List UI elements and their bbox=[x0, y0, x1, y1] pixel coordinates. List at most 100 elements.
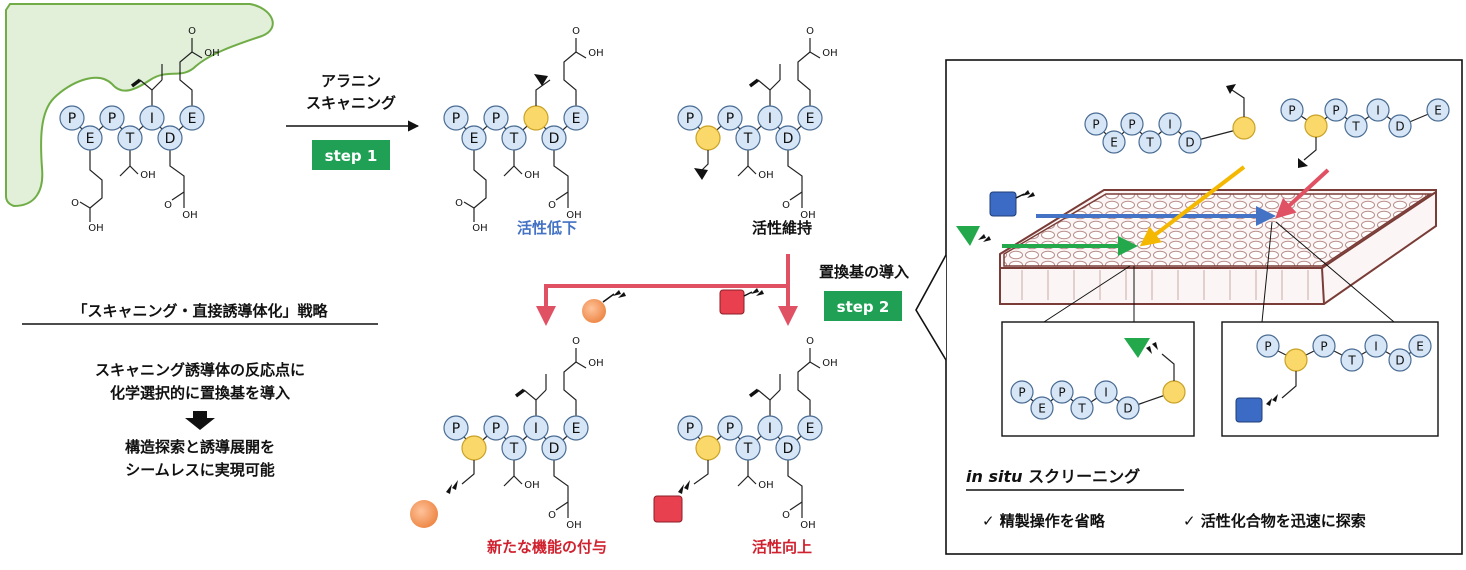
residue-letter: E bbox=[1416, 339, 1424, 353]
residue-bead bbox=[139, 105, 165, 131]
residue-bead bbox=[1388, 114, 1412, 138]
residue-bead bbox=[1138, 130, 1162, 154]
residue-bead bbox=[677, 415, 703, 441]
panel-check1: ✓ 精製操作を省略 bbox=[982, 512, 1106, 530]
chem-oh-label: OH bbox=[822, 358, 837, 369]
residue-bead bbox=[1312, 334, 1336, 358]
residue-bead bbox=[1324, 98, 1348, 122]
residue-bead bbox=[541, 435, 567, 461]
residue-letter: I bbox=[150, 111, 154, 127]
residue-bead bbox=[1070, 396, 1094, 420]
residue-bead bbox=[735, 435, 761, 461]
orange-ball-icon bbox=[410, 500, 438, 528]
step2-badge bbox=[824, 291, 902, 321]
chem-oh-label: OH bbox=[758, 480, 773, 491]
linker-icon bbox=[1146, 342, 1158, 354]
residue-letter: T bbox=[743, 131, 753, 147]
residue-letter: P bbox=[1264, 339, 1271, 353]
residue-bead bbox=[1030, 396, 1054, 420]
residue-bead bbox=[1364, 334, 1388, 358]
residue-bead bbox=[1426, 98, 1450, 122]
residue-letter: P bbox=[108, 111, 116, 127]
residue-letter: D bbox=[1123, 401, 1132, 415]
chem-oh-label: OH bbox=[140, 170, 155, 181]
residue-bead bbox=[735, 125, 761, 151]
strategy-line4: シームレスに実現可能 bbox=[125, 461, 275, 479]
result-new-function: 新たな機能の付与 bbox=[487, 538, 607, 556]
residue-bead bbox=[677, 105, 703, 131]
residue-letter: D bbox=[549, 441, 560, 457]
chem-oh-label: OH bbox=[566, 520, 581, 531]
residue-letter: P bbox=[1320, 339, 1327, 353]
yellow-arrow bbox=[1139, 165, 1246, 247]
chem-o-label: O bbox=[548, 200, 556, 211]
orange-reagent-icon bbox=[582, 290, 626, 323]
chem-oh-label: OH bbox=[566, 210, 581, 221]
zoom-line-right-2 bbox=[1275, 221, 1395, 323]
chem-o-label: O bbox=[188, 26, 196, 37]
residue-letter: I bbox=[768, 111, 772, 127]
residue-letter: P bbox=[726, 111, 734, 127]
residue-bead bbox=[1256, 334, 1280, 358]
residue-bead bbox=[757, 105, 783, 131]
residue-letter: D bbox=[549, 131, 560, 147]
alanine-bead bbox=[523, 105, 549, 131]
residue-bead bbox=[1280, 98, 1304, 122]
step2-branch bbox=[536, 254, 798, 326]
residue-letter: T bbox=[743, 441, 753, 457]
residue-letter: T bbox=[509, 131, 519, 147]
result-decrease: 活性低下 bbox=[517, 219, 577, 237]
residue-letter: D bbox=[783, 441, 794, 457]
residue-letter: D bbox=[1395, 119, 1404, 133]
green-triangle-reagent-icon bbox=[956, 226, 991, 246]
tag-arrow-icon bbox=[1226, 84, 1236, 94]
residue-bead bbox=[775, 435, 801, 461]
chem-o-label: O bbox=[782, 510, 790, 521]
residue-letter: D bbox=[165, 131, 176, 147]
residue-letter: P bbox=[492, 111, 500, 127]
residue-bead bbox=[757, 415, 783, 441]
residue-bead bbox=[77, 125, 103, 151]
chem-oh-label: OH bbox=[472, 223, 487, 234]
residue-bead bbox=[1094, 380, 1118, 404]
chem-oh-label: OH bbox=[800, 520, 815, 531]
zoom-line-right-1 bbox=[1261, 221, 1273, 323]
residue-letter: P bbox=[452, 111, 460, 127]
residue-bead bbox=[1158, 112, 1182, 136]
residue-bead bbox=[483, 415, 509, 441]
residue-bead bbox=[797, 105, 823, 131]
residue-letter: D bbox=[783, 131, 794, 147]
residue-bead bbox=[99, 105, 125, 131]
residue-letter: T bbox=[509, 441, 519, 457]
residue-letter: P bbox=[726, 421, 734, 437]
residue-letter: T bbox=[1145, 135, 1154, 149]
residue-bead bbox=[563, 105, 589, 131]
chem-oh-label: OH bbox=[182, 210, 197, 221]
residue-letter: T bbox=[125, 131, 135, 147]
residue-letter: I bbox=[534, 421, 538, 437]
residue-letter: P bbox=[1332, 103, 1339, 117]
residue-letter: E bbox=[86, 131, 95, 147]
residue-bead bbox=[443, 415, 469, 441]
residue-letter: P bbox=[1092, 117, 1099, 131]
alanine-bead bbox=[695, 435, 721, 461]
residue-letter: P bbox=[1058, 385, 1065, 399]
alanine-bead bbox=[1304, 114, 1328, 138]
residue-bead bbox=[483, 105, 509, 131]
alanine-bead bbox=[1162, 380, 1186, 404]
residue-bead bbox=[1010, 380, 1034, 404]
residue-bead bbox=[1178, 130, 1202, 154]
residue-letter: E bbox=[572, 111, 581, 127]
alanine-bead bbox=[1232, 116, 1256, 140]
panel-pointer bbox=[915, 254, 947, 361]
residue-letter: P bbox=[1128, 117, 1135, 131]
residue-letter: P bbox=[492, 421, 500, 437]
panel-check2: ✓ 活性化合物を迅速に探索 bbox=[1183, 512, 1366, 530]
